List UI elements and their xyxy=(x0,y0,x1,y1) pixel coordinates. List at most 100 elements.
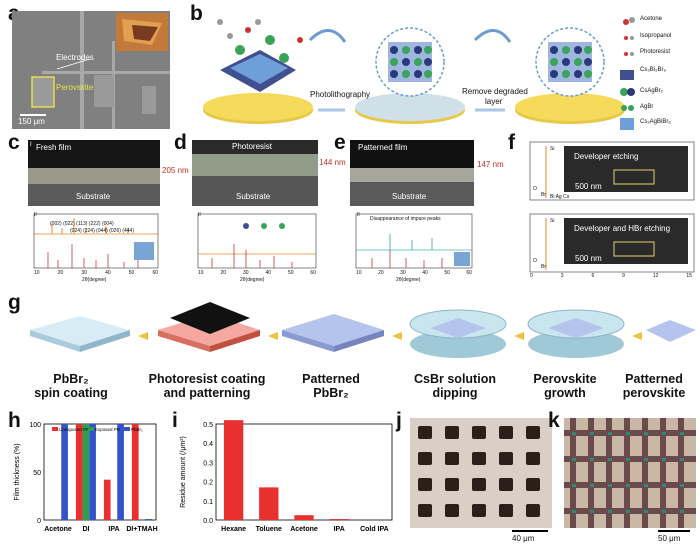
pixel-square xyxy=(499,426,513,439)
panel-label-j: j xyxy=(396,409,402,432)
legend-isopropanol: Isopropanol xyxy=(640,33,672,39)
y-tick-label: 0.5 xyxy=(203,422,213,429)
roman-II-d: II xyxy=(198,212,201,218)
legend-photoresist: Photoresist xyxy=(640,49,671,55)
pixel-dot xyxy=(680,484,684,487)
eds-title-top: Developer etching xyxy=(574,152,639,161)
substrate-label-e: Substrate xyxy=(392,192,427,201)
flow-arrow-4 xyxy=(514,332,524,340)
panel-label-f: f xyxy=(508,131,515,154)
plot-frame xyxy=(43,423,157,521)
roman-II-c: II xyxy=(34,212,37,218)
scale-bar-k xyxy=(658,530,690,532)
panel-label-e: e xyxy=(334,131,346,154)
cross-section-e: Patterned film Substrate xyxy=(350,140,474,206)
pixel-square xyxy=(526,426,540,439)
y-tick-label: 0.1 xyxy=(203,499,213,506)
legend-cs2agbibr6: Cs₂AgBiBr₆ xyxy=(640,119,671,125)
eds-o-top: O xyxy=(533,186,537,192)
curved-arrow-2 xyxy=(473,29,512,43)
legend-icons xyxy=(620,17,635,130)
pixel-square xyxy=(418,478,432,491)
step-remove-degraded: Remove degraded xyxy=(462,87,528,96)
pixel-square xyxy=(526,504,540,517)
pixel-dot xyxy=(680,510,684,513)
pixel-dot xyxy=(608,432,612,435)
step-1-substrate xyxy=(30,316,130,352)
y-tick-label: 100 xyxy=(29,422,41,429)
pixel-dot xyxy=(680,458,684,461)
y-tick-label: 0.4 xyxy=(203,441,213,448)
thickness-d: 144 nm xyxy=(319,158,346,167)
xrd-xlabel-c: 2θ(degree) xyxy=(82,277,107,283)
legend-agbr: AgBr xyxy=(640,104,654,110)
legend-cs3bi2br9: Cs₃Bi₂Br₉ xyxy=(640,67,666,73)
pixel-dot xyxy=(626,432,630,435)
electrode-line-v xyxy=(678,418,684,528)
bar xyxy=(89,424,96,520)
xrd-plot-d xyxy=(197,213,317,269)
pixel-dot xyxy=(572,458,576,461)
pixel-square xyxy=(472,504,486,517)
pixel-square xyxy=(499,478,513,491)
thickness-e: 147 nm xyxy=(477,160,504,169)
x-tick-label: DI+TMAH xyxy=(126,526,157,533)
eds-br-top: Br xyxy=(541,192,546,198)
pixel-dot xyxy=(662,484,666,487)
scale-bar xyxy=(20,114,46,116)
roman-II-e: II xyxy=(357,212,360,218)
pixel-square xyxy=(418,426,432,439)
electrode-line-v xyxy=(606,418,612,528)
bar xyxy=(294,515,314,520)
crystal-cluster-1 xyxy=(217,19,303,92)
y-tick-label: 50 xyxy=(33,470,41,477)
bar xyxy=(223,420,244,520)
pixel-square xyxy=(499,504,513,517)
x-tick-label: Hexane xyxy=(221,526,246,533)
x-tick-label: IPA xyxy=(108,526,119,533)
impure-peaks-annotation: Disappearance of impure peaks xyxy=(370,216,441,222)
pixel-square xyxy=(445,478,459,491)
bar xyxy=(131,424,139,520)
y-tick-label: 0.2 xyxy=(203,480,213,487)
step-6-patterned-perovskite xyxy=(646,320,696,342)
legend-csagbr2: CsAgBr₂ xyxy=(640,88,664,94)
xrd-xlabel-d: 2θ(degree) xyxy=(240,277,265,283)
legend-label: Unexposed PR xyxy=(59,427,90,432)
bar xyxy=(82,424,90,520)
panel-label-h: h xyxy=(8,409,21,432)
y-tick-label: 0.0 xyxy=(203,518,213,525)
y-tick-label: 0.3 xyxy=(203,460,213,467)
electrode-line-v xyxy=(642,418,648,528)
pixel-dot xyxy=(626,458,630,461)
patterned-film-label: Patterned film xyxy=(358,143,408,152)
step-3-patterned xyxy=(282,314,384,352)
roman-I: I xyxy=(30,142,32,148)
pixel-square xyxy=(472,452,486,465)
y-axis-label: Residue amount (/μm²) xyxy=(180,436,187,508)
bar xyxy=(329,519,349,520)
legend-swatch xyxy=(88,427,94,431)
pixel-dot xyxy=(590,484,594,487)
y-tick-label: 0 xyxy=(37,518,41,525)
x-tick-label: Acetone xyxy=(290,526,318,533)
step-2-photoresist xyxy=(158,302,260,352)
bar xyxy=(117,424,124,520)
pixel-dot xyxy=(590,510,594,513)
x-tick-label: Toluene xyxy=(256,526,282,533)
xrd-plot-e xyxy=(355,213,473,269)
panel-label-k: k xyxy=(548,409,560,432)
panel-label-b: b xyxy=(190,2,203,25)
bar xyxy=(145,519,152,520)
pixel-dot xyxy=(572,510,576,513)
pixel-square xyxy=(418,504,432,517)
step-4-dipping xyxy=(409,309,507,358)
eds-si-bot: Si xyxy=(550,218,555,224)
